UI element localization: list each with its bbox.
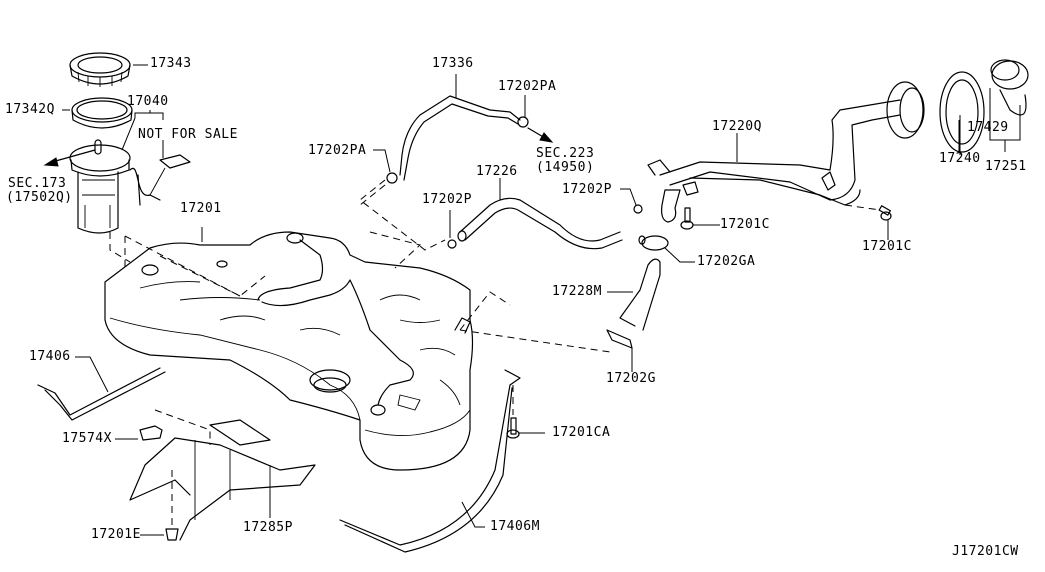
part-label-17201[interactable]: 17201 — [180, 201, 222, 216]
part-label-17202p-right[interactable]: 17202P — [562, 182, 612, 197]
part-label-17202pa-left[interactable]: 17202PA — [308, 143, 367, 158]
part-label-17202ga[interactable]: 17202GA — [697, 254, 756, 269]
sec-173-label[interactable]: SEC.173 — [8, 176, 67, 191]
left-strap-drawing — [37, 367, 166, 421]
part-label-17429[interactable]: 17429 — [967, 120, 1009, 135]
part-label-17406[interactable]: 17406 — [29, 349, 71, 364]
part-label-17240[interactable]: 17240 — [939, 151, 981, 166]
part-label-17285p[interactable]: 17285P — [243, 520, 293, 535]
part-label-17202g[interactable]: 17202G — [606, 371, 656, 386]
part-label-17406m[interactable]: 17406M — [490, 519, 540, 534]
part-label-17201ca[interactable]: 17201CA — [552, 425, 611, 440]
part-label-17228m[interactable]: 17228M — [552, 284, 602, 299]
fuel-pump-drawing — [69, 139, 191, 234]
part-label-17201e[interactable]: 17201E — [91, 527, 141, 542]
part-label-17220q[interactable]: 17220Q — [712, 119, 762, 134]
part-label-17202p-center[interactable]: 17202P — [422, 192, 472, 207]
sec-223-arrow — [539, 132, 554, 143]
filler-cap-drawing — [990, 59, 1029, 116]
filler-hose-drawing — [619, 258, 661, 331]
evap-tube-drawing — [386, 95, 529, 184]
sec-173-arrow — [43, 157, 59, 167]
part-label-17343[interactable]: 17343 — [150, 56, 192, 71]
sec-223-sub: (14950) — [536, 160, 595, 175]
right-strap-drawing — [339, 369, 521, 553]
not-for-sale-note: NOT FOR SALE — [138, 127, 238, 142]
part-label-17251[interactable]: 17251 — [985, 159, 1027, 174]
part-label-17040[interactable]: 17040 — [127, 94, 169, 109]
part-label-17201c-left[interactable]: 17201C — [720, 217, 770, 232]
fuel-tank-drawing — [104, 231, 474, 471]
breather-hose-drawing — [457, 197, 623, 250]
filler-seal-drawing — [886, 71, 985, 153]
packing-ring-drawing — [71, 97, 133, 129]
lock-ring-drawing — [69, 52, 131, 87]
part-label-17202pa-right[interactable]: 17202PA — [498, 79, 557, 94]
sec-223-label[interactable]: SEC.223 — [536, 146, 595, 161]
sec-173-sub: (17502Q) — [6, 190, 73, 205]
part-label-17342q[interactable]: 17342Q — [5, 102, 55, 117]
filler-tube-drawing — [647, 99, 901, 223]
part-label-17336[interactable]: 17336 — [432, 56, 474, 71]
part-label-17226[interactable]: 17226 — [476, 164, 518, 179]
protector-drawing — [129, 409, 316, 541]
part-label-17574x[interactable]: 17574X — [62, 431, 112, 446]
diagram-code: J17201CW — [952, 544, 1019, 559]
part-label-17201c-right[interactable]: 17201C — [862, 239, 912, 254]
